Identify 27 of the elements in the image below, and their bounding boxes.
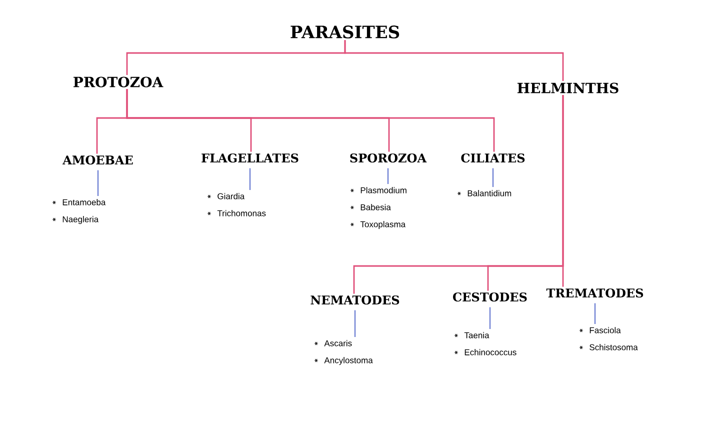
group-heading: TREMATODES [546,288,644,298]
genus-list: Balantidium [457,190,512,196]
connector-line [492,168,494,187]
genus-list: Entamoeba Naegleria [52,199,106,224]
genus-list: Taenia Echinococcus [454,332,516,356]
connector-line [354,310,356,337]
group-heading: PROTOZOA [74,76,164,88]
connector-line [97,170,99,196]
group-heading: HELMINTHS [518,82,618,94]
branch-line [344,40,564,81]
group-heading: CILIATES [461,153,525,163]
branch-line [126,89,495,152]
genus-list: Fasciola Schistosoma [579,327,638,350]
group-heading: FLAGELLATES [202,153,298,163]
genus-list: Giardia Trichomonas [207,193,266,216]
connector-line [387,168,389,184]
connector-line [489,307,491,329]
group-heading: PARASITES [290,26,400,38]
connector-line [594,303,596,324]
group-heading: AMOEBAE [62,155,133,165]
group-heading: NEMATODES [310,295,400,305]
branch-line [562,95,564,287]
genus-list: Ascaris Ancylostoma [314,340,373,365]
genus-list: Plasmodium Babesia Toxoplasma [350,187,406,229]
group-heading: SPOROZOA [350,153,427,163]
connector-line [249,168,251,190]
group-heading: CESTODES [453,292,527,302]
